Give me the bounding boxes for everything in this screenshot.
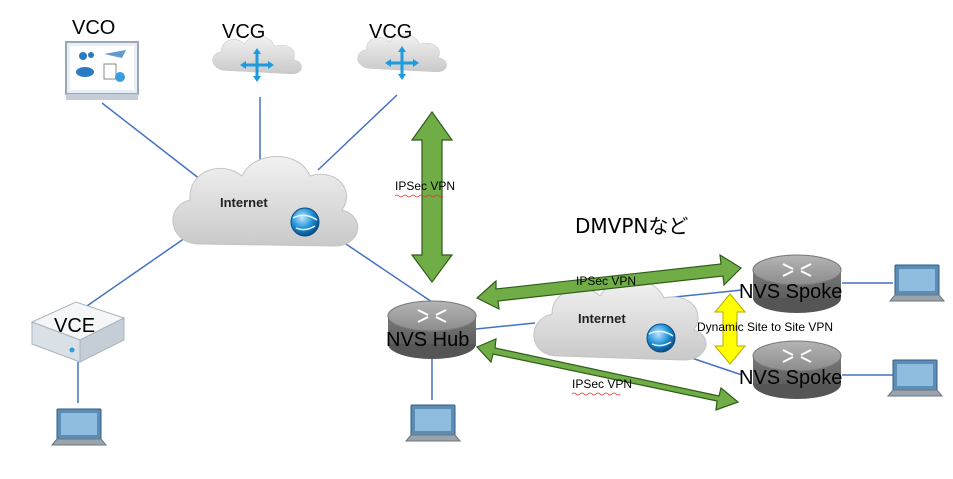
vco-label: VCO <box>72 17 115 39</box>
ipsec-top-arrow <box>475 253 742 311</box>
ipsec-bottom-label: IPSec VPN <box>572 377 632 391</box>
link-vco-internet <box>101 102 206 184</box>
laptop-icon <box>405 404 461 442</box>
globe-icon <box>646 323 676 353</box>
vce-node: VCE <box>30 301 126 363</box>
dynamic-vpn-label: Dynamic Site to Site VPN <box>697 320 833 334</box>
dmvpn-label: DMVPNなど <box>575 214 688 238</box>
link-vce-internet <box>83 237 186 309</box>
ipsec-vertical-label: IPSec VPN <box>395 179 455 193</box>
laptop-icon <box>51 408 107 446</box>
nvs-spoke-bottom-label: NVS Spoke <box>739 367 842 389</box>
ipsec-bottom-arrow <box>475 338 740 411</box>
vcg-right-label: VCG <box>369 21 412 43</box>
vcg-right-node: VCG <box>357 21 447 80</box>
vco-node: VCO <box>65 17 139 100</box>
link-hub-internet2 <box>475 322 536 330</box>
dynamic-vpn-arrow <box>713 293 747 365</box>
laptop-icon <box>887 359 943 397</box>
link-vcg-right-internet <box>317 94 398 171</box>
vce-label: VCE <box>54 315 95 337</box>
vcg-left-label: VCG <box>222 21 265 43</box>
internet-cloud-dmvpn: Internet <box>533 279 707 361</box>
internet-main-label: Internet <box>220 195 268 210</box>
appliance-icon <box>30 301 126 363</box>
vcg-left-node: VCG <box>212 21 302 82</box>
internet-cloud-main: Internet <box>172 156 359 247</box>
link-internet-hub <box>339 239 433 303</box>
nvs-hub-label: NVS Hub <box>386 329 469 351</box>
nvs-hub-node: NVS Hub <box>386 300 477 360</box>
nvs-spoke-top-node: NVS Spoke <box>739 254 842 314</box>
monitor-icon <box>65 41 139 100</box>
nvs-spoke-top-label: NVS Spoke <box>739 281 842 303</box>
nvs-spoke-bottom-node: NVS Spoke <box>739 340 842 400</box>
link-spoke1-internet2 <box>664 289 743 299</box>
globe-icon <box>290 207 320 237</box>
ipsec-top-label: IPSec VPN <box>576 274 636 288</box>
internet-dmvpn-label: Internet <box>578 311 626 326</box>
laptop-icon <box>889 264 945 302</box>
